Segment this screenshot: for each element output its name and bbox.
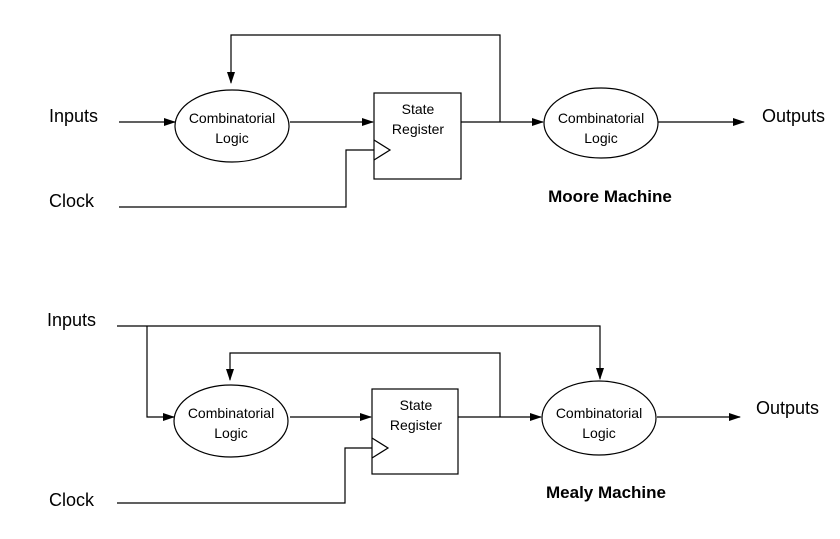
moore-inputs-label: Inputs [49, 106, 98, 126]
mealy-logic1-line2: Logic [214, 425, 247, 441]
mealy-clock-label: Clock [49, 490, 95, 510]
moore-clock-wire [119, 149, 374, 208]
moore-title: Moore Machine [548, 187, 672, 206]
moore-state-register [373, 92, 462, 180]
mealy-feedback-wire [226, 352, 501, 417]
moore-clock-label: Clock [49, 191, 95, 211]
moore-outputs-label: Outputs [762, 106, 825, 126]
mealy-register-line1: State [400, 397, 433, 413]
moore-logic2-line1: Combinatorial [558, 110, 644, 126]
mealy-state-register [371, 388, 459, 475]
mealy-logic1-line1: Combinatorial [188, 405, 274, 421]
mealy-outputs-label: Outputs [756, 398, 819, 418]
mealy-logic2-line1: Combinatorial [556, 405, 642, 421]
mealy-combinatorial-logic-2 [541, 380, 657, 456]
moore-register-line1: State [402, 101, 435, 117]
moore-logic1-line2: Logic [215, 130, 248, 146]
mealy-logic2-line2: Logic [582, 425, 615, 441]
mealy-input-wire [146, 326, 175, 421]
moore-machine: Inputs Clock Outputs Combinatorial Logic… [49, 34, 825, 211]
moore-register-line2: Register [392, 121, 444, 137]
moore-logic2-line2: Logic [584, 130, 617, 146]
mealy-register-line2: Register [390, 417, 442, 433]
mealy-title: Mealy Machine [546, 483, 666, 502]
mealy-machine: Inputs Clock Outputs Combinatorial Logic… [47, 310, 819, 510]
mealy-combinatorial-logic-1 [173, 384, 289, 458]
moore-combinatorial-logic-1 [174, 89, 290, 163]
moore-clock-input-triangle [373, 139, 392, 161]
moore-combinatorial-logic-2 [543, 87, 659, 159]
mealy-inputs-label: Inputs [47, 310, 96, 330]
mealy-clock-wire [117, 447, 372, 504]
moore-feedback-wire [227, 34, 501, 122]
mealy-input-to-output-logic-wire [117, 325, 604, 380]
mealy-clock-input-triangle [371, 437, 390, 459]
moore-logic1-line1: Combinatorial [189, 110, 275, 126]
